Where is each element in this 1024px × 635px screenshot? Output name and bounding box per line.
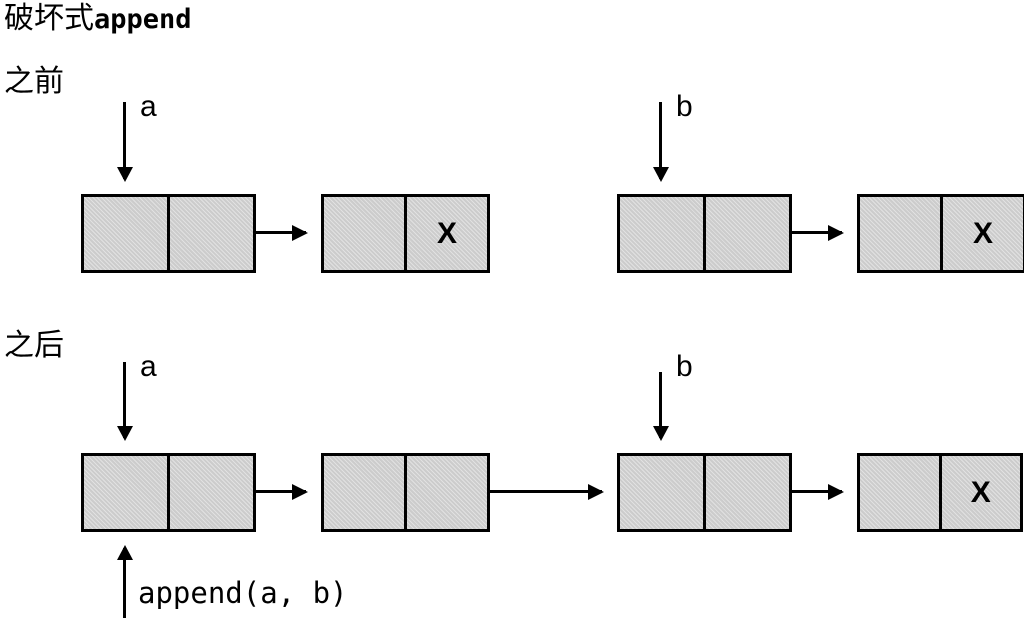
cons-car-before-b-1 (620, 197, 703, 270)
cons-car-before-a-2 (324, 197, 404, 270)
cons-cdr-after-3 (703, 456, 789, 529)
cons-cell-before-b-1 (617, 194, 792, 273)
page-title: 破坏式append (4, 2, 192, 37)
cdr-arrow-after-3-to-4 (792, 490, 842, 493)
section-label-before: 之前 (4, 65, 64, 98)
cons-cdr-before-a-2-nil: X (404, 197, 487, 270)
cons-cdr-after-2 (404, 456, 487, 529)
cons-cell-after-4: X (857, 453, 1023, 532)
section-label-after: 之后 (4, 329, 64, 362)
cons-car-after-1 (84, 456, 167, 529)
cons-cdr-after-4-nil: X (938, 456, 1021, 529)
cons-cell-before-b-2: X (857, 194, 1024, 273)
call-label-append: append(a, b) (138, 576, 348, 610)
cons-car-after-4 (860, 456, 939, 529)
cons-car-after-3 (620, 456, 703, 529)
pointer-arrow-before-b (659, 102, 662, 179)
cons-cell-before-a-1 (81, 194, 256, 273)
cons-cell-before-a-2: X (321, 194, 490, 273)
cdr-arrow-before-b-1-to-2 (792, 231, 842, 234)
title-prefix: 破坏式 (4, 2, 94, 35)
cdr-arrow-after-2-to-3 (490, 490, 602, 493)
cons-car-before-b-2 (860, 197, 940, 270)
pointer-label-before-b: b (676, 90, 693, 123)
cons-cdr-before-b-1 (703, 197, 789, 270)
cons-cell-after-1 (81, 453, 256, 532)
pointer-arrow-before-a (123, 102, 126, 179)
pointer-label-after-a: a (140, 350, 157, 383)
pointer-arrow-after-a (123, 362, 126, 438)
call-arrow-append (123, 548, 126, 618)
cons-car-after-2 (324, 456, 404, 529)
pointer-label-before-a: a (140, 90, 157, 123)
cdr-arrow-after-1-to-2 (256, 490, 306, 493)
cons-cell-after-2 (321, 453, 490, 532)
cons-car-before-a-1 (84, 197, 167, 270)
cons-cell-after-3 (617, 453, 792, 532)
cons-cdr-before-a-1 (167, 197, 253, 270)
cons-cdr-after-1 (167, 456, 253, 529)
pointer-label-after-b: b (676, 350, 693, 383)
title-mono-append: append (94, 4, 192, 35)
cons-cdr-before-b-2-nil: X (940, 197, 1023, 270)
cdr-arrow-before-a-1-to-2 (256, 231, 306, 234)
pointer-arrow-after-b (659, 372, 662, 438)
